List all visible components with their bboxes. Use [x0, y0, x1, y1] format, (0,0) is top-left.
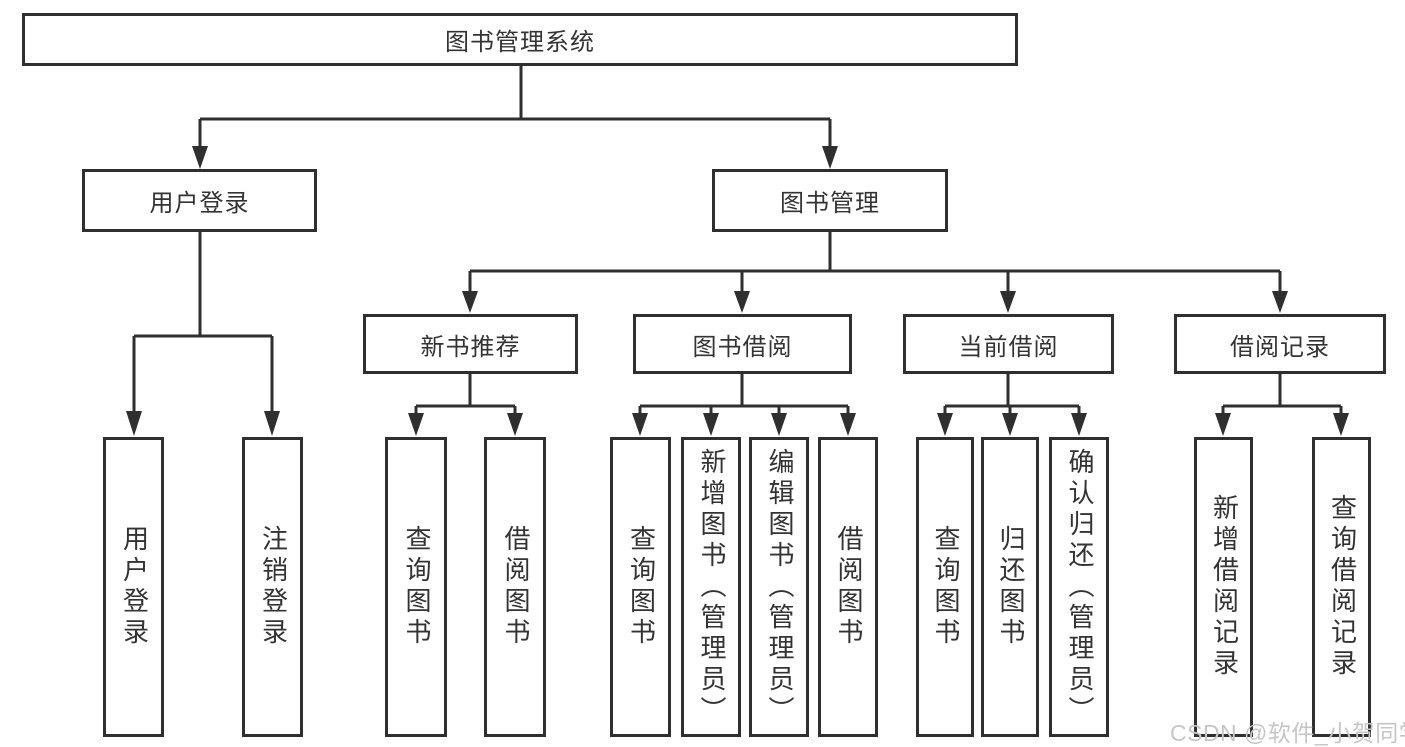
- leaf-query-borrow-record-label: 查询借阅记录: [1327, 494, 1358, 680]
- leaf-query-book-recommend: 查询图书: [385, 437, 447, 737]
- node-root-library-system: 图书管理系统: [22, 13, 1018, 66]
- leaf-user-login-label: 用户登录: [119, 525, 150, 649]
- node-user-login: 用户登录: [82, 169, 317, 232]
- leaf-query-book-current: 查询图书: [916, 437, 974, 737]
- node-book-borrow: 图书借阅: [633, 314, 852, 374]
- leaf-borrow-book-recommend-label: 借阅图书: [500, 525, 531, 649]
- leaf-query-borrow-record: 查询借阅记录: [1312, 437, 1371, 737]
- leaf-logout-login: 注销登录: [242, 437, 303, 737]
- leaf-confirm-return-admin-label: 确认归还（管理员）: [1064, 447, 1095, 727]
- connector-strokes: [132, 66, 1343, 413]
- node-book-management: 图书管理: [712, 169, 948, 232]
- arrowheads: [126, 146, 1349, 436]
- leaf-add-borrow-record: 新增借阅记录: [1194, 437, 1253, 737]
- leaf-return-book: 归还图书: [981, 437, 1039, 737]
- leaf-query-book-borrow-label: 查询图书: [626, 525, 657, 649]
- leaf-borrow-book-2: 借阅图书: [818, 437, 878, 737]
- leaf-logout-login-label: 注销登录: [258, 525, 289, 649]
- node-borrow-record: 借阅记录: [1174, 314, 1386, 374]
- node-new-book-recommend: 新书推荐: [363, 314, 578, 374]
- leaf-add-borrow-record-label: 新增借阅记录: [1209, 494, 1240, 680]
- leaf-add-book-admin-label: 新增图书（管理员）: [696, 447, 727, 727]
- leaf-borrow-book-2-label: 借阅图书: [833, 525, 864, 649]
- leaf-add-book-admin: 新增图书（管理员）: [681, 437, 741, 737]
- leaf-edit-book-admin: 编辑图书（管理员）: [749, 437, 809, 737]
- node-current-borrow: 当前借阅: [903, 314, 1114, 374]
- leaf-borrow-book-recommend: 借阅图书: [484, 437, 546, 737]
- leaf-query-book-current-label: 查询图书: [930, 525, 961, 649]
- leaf-return-book-label: 归还图书: [995, 525, 1026, 649]
- leaf-user-login: 用户登录: [103, 437, 164, 737]
- leaf-query-book-borrow: 查询图书: [610, 437, 671, 737]
- leaf-confirm-return-admin: 确认归还（管理员）: [1049, 437, 1109, 737]
- leaf-edit-book-admin-label: 编辑图书（管理员）: [764, 447, 795, 727]
- leaf-query-book-recommend-label: 查询图书: [401, 525, 432, 649]
- csdn-watermark: CSDN @软件_小贺同学: [1170, 720, 1405, 746]
